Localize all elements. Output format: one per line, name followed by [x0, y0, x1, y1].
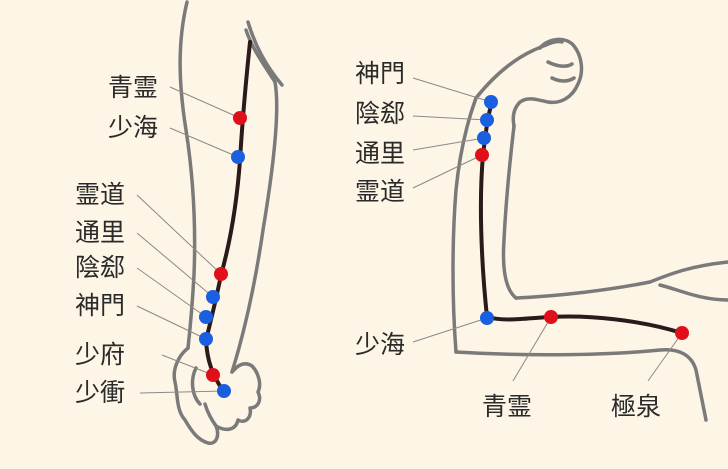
- label-shinmon-forearm: 神門: [75, 291, 125, 320]
- right-labels: 神門 陰郄 通里 霊道 少海 青霊 極泉: [355, 59, 661, 421]
- label-shinmon-bent: 神門: [355, 59, 405, 88]
- right-forearm-inner-contour: [501, 124, 518, 300]
- right-fist-finger-line-1: [546, 60, 574, 68]
- label-shosho-forearm: 少衝: [75, 378, 125, 407]
- label-shofu-forearm: 少府: [75, 340, 125, 369]
- right-arm-upper-contour: [474, 39, 564, 100]
- label-seirei-forearm: 青霊: [108, 73, 158, 102]
- left-arm-outer-contour: [178, 0, 197, 350]
- left-meridian-line: [204, 40, 252, 394]
- left-acupoints: [199, 111, 247, 398]
- label-reido-forearm: 霊道: [75, 180, 125, 209]
- left-arm-inner-contour: [230, 28, 279, 374]
- left-labels: 青霊 少海 霊道 通里 陰郄 神門 少府 少衝: [75, 73, 158, 407]
- point-shinmon-forearm: [199, 332, 213, 346]
- right-arm-outline: [451, 37, 728, 422]
- right-leader-lines: [412, 77, 683, 382]
- label-kyokusen-bent: 極泉: [611, 392, 661, 421]
- point-shokai-forearm: [231, 150, 245, 164]
- left-leader-lines: [136, 86, 241, 394]
- point-tsuri-forearm: [206, 290, 220, 304]
- left-arm-outline: [172, 0, 284, 445]
- point-shosho-forearm: [217, 384, 231, 398]
- point-ingeki-forearm: [199, 310, 213, 324]
- label-shokai-bent: 少海: [355, 330, 405, 359]
- point-shofu-forearm: [206, 368, 220, 382]
- label-tsuri-forearm: 通里: [75, 218, 125, 247]
- right-fist-finger-line-2: [550, 76, 576, 83]
- right-acupoints: [475, 95, 689, 340]
- point-seirei-forearm: [233, 111, 247, 125]
- right-upper-arm-bottom-contour: [454, 347, 708, 422]
- point-kyokusen-bent: [675, 326, 689, 340]
- point-reido-forearm: [214, 267, 228, 281]
- right-upper-arm-top-contour: [514, 260, 728, 300]
- left-hand-finger-line-2: [203, 402, 218, 428]
- point-shokai-bent: [480, 311, 494, 325]
- label-ingeki-bent: 陰郄: [355, 99, 405, 128]
- point-shinmon-bent: [484, 95, 498, 109]
- left-hand-finger-line-1: [190, 366, 202, 406]
- point-reido-bent: [475, 148, 489, 162]
- right-chest-contour: [658, 283, 728, 302]
- label-tsuri-bent: 通里: [355, 139, 405, 168]
- label-reido-bent: 霊道: [355, 177, 405, 206]
- right-forearm-outer-contour: [451, 96, 478, 354]
- right-fist-contour: [511, 37, 584, 128]
- point-seirei-bent: [544, 310, 558, 324]
- label-ingeki-forearm: 陰郄: [75, 253, 125, 282]
- label-seirei-bent: 青霊: [482, 392, 532, 421]
- left-hand-contour: [172, 346, 262, 445]
- label-shokai-forearm: 少海: [108, 113, 158, 142]
- point-tsuri-bent: [477, 131, 491, 145]
- point-ingeki-bent: [480, 113, 494, 127]
- left-arm-shoulder-line: [246, 20, 284, 87]
